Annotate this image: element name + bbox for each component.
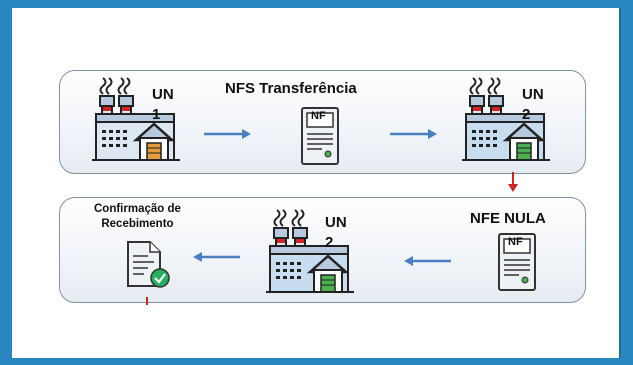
factory-icon (266, 209, 354, 293)
left-arrow-icon (193, 252, 240, 262)
confirmation-document-icon (127, 241, 170, 288)
factory-icon (92, 77, 180, 161)
invoice-document-icon (498, 233, 536, 291)
down-arrow-icon (508, 172, 518, 192)
transfer-title: NFS Transferência (225, 80, 357, 97)
invoice-document-icon (301, 107, 339, 165)
factory-icon (462, 77, 550, 161)
left-arrow-icon (404, 256, 451, 266)
invoice-label: NF (311, 110, 326, 122)
diagram-card (12, 8, 621, 358)
null-invoice-title: NFE NULA (470, 210, 546, 227)
invoice-label: NF (508, 236, 523, 248)
right-arrow-icon (204, 129, 251, 139)
right-arrow-icon (390, 129, 437, 139)
connector-tick (146, 297, 148, 305)
